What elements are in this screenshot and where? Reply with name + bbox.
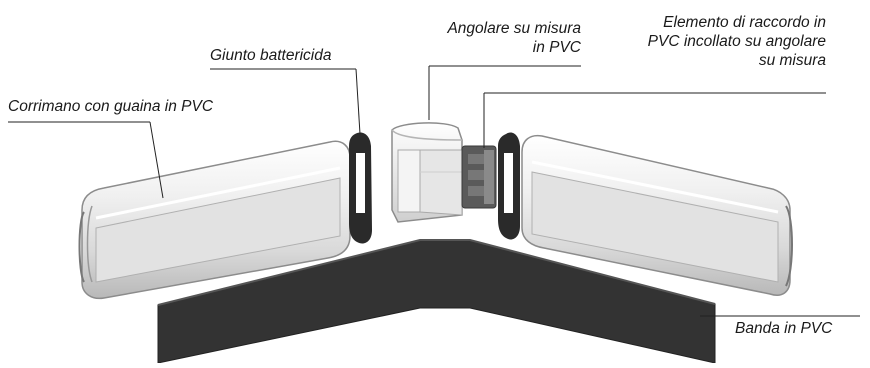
label-banda-text: Banda in PVC <box>735 320 833 337</box>
label-angolare-line1: Angolare su misura <box>447 20 581 37</box>
leader-giunto-v <box>355 68 361 135</box>
label-banda: Banda in PVC <box>735 319 832 338</box>
label-raccordo: Elemento di raccordo in PVC incollato su… <box>605 13 826 70</box>
right-handrail <box>521 134 793 296</box>
leader-lines <box>8 65 860 317</box>
right-gasket <box>498 132 520 240</box>
left-gasket <box>349 132 372 244</box>
label-raccordo-line1: Elemento di raccordo in <box>663 14 826 31</box>
label-corrimano: Corrimano con guaina in PVC <box>8 97 213 116</box>
leader-corrimano-v <box>149 121 164 199</box>
label-angolare: Angolare su misura in PVC <box>429 19 581 57</box>
label-angolare-line2: in PVC <box>532 39 581 56</box>
label-giunto-text: Giunto battericida <box>210 47 332 64</box>
label-raccordo-line2: PVC incollato su angolare <box>647 33 826 50</box>
connector-block <box>461 145 497 209</box>
label-giunto: Giunto battericida <box>210 46 332 65</box>
label-raccordo-line3: su misura <box>758 52 826 69</box>
left-handrail <box>78 140 351 300</box>
corner-piece <box>391 122 463 223</box>
label-corrimano-text: Corrimano con guaina in PVC <box>8 98 214 115</box>
